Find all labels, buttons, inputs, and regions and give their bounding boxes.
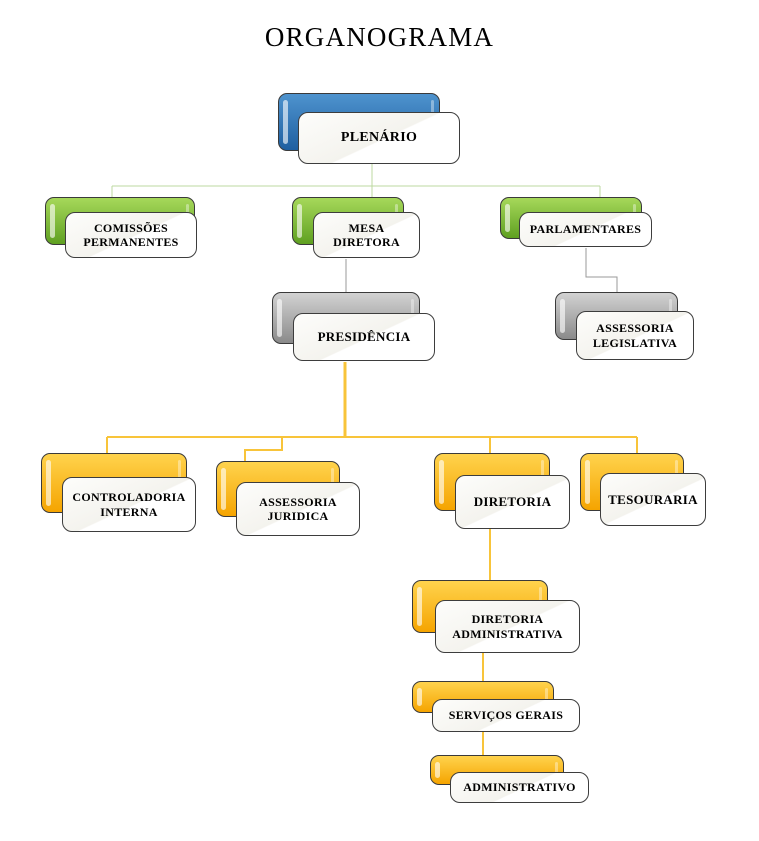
node-administrativo-label: ADMINISTRATIVO [463,780,576,795]
node-diretoria-administrativa-label: DIRETORIA ADMINISTRATIVA [452,612,563,641]
node-controladoria-interna-label: CONTROLADORIA INTERNA [72,490,186,519]
connector-drop-assessoria-juridica [244,437,283,463]
node-plenario-label: PLENÁRIO [340,129,418,145]
node-presidencia[interactable]: PRESIDÊNCIA [272,292,435,361]
node-diretoria-administrativa-label-card[interactable]: DIRETORIA ADMINISTRATIVA [435,600,580,653]
node-administrativo[interactable]: ADMINISTRATIVO [430,755,589,803]
node-assessoria-juridica[interactable]: ASSESSORIA JURIDICA [216,461,360,536]
node-plenario-label-card[interactable]: PLENÁRIO [298,112,460,164]
node-assessoria-legislativa-label-card[interactable]: ASSESSORIA LEGISLATIVA [576,311,694,360]
node-diretoria-label: DIRETORIA [473,494,552,510]
node-parlamentares-label-card[interactable]: PARLAMENTARES [519,212,652,247]
node-assessoria-legislativa-label: ASSESSORIA LEGISLATIVA [592,321,678,350]
node-plenario[interactable]: PLENÁRIO [278,93,460,164]
node-mesa-diretora-label-card[interactable]: MESA DIRETORA [313,212,420,258]
node-diretoria-administrativa[interactable]: DIRETORIA ADMINISTRATIVA [412,580,580,653]
node-assessoria-juridica-label-card[interactable]: ASSESSORIA JURIDICA [236,482,360,536]
node-servicos-gerais-label-card[interactable]: SERVIÇOS GERAIS [432,699,580,732]
node-assessoria-juridica-label: ASSESSORIA JURIDICA [259,494,337,523]
node-mesa-diretora-label: MESA DIRETORA [333,220,400,249]
node-comissoes-permanentes-label: COMISSÕES PERMANENTES [83,220,179,249]
node-assessoria-legislativa[interactable]: ASSESSORIA LEGISLATIVA [555,292,694,360]
node-controladoria-interna-label-card[interactable]: CONTROLADORIA INTERNA [62,477,196,532]
node-diretoria[interactable]: DIRETORIA [434,453,570,529]
node-parlamentares-label: PARLAMENTARES [529,222,642,237]
node-controladoria-interna[interactable]: CONTROLADORIA INTERNA [41,453,196,532]
node-mesa-diretora[interactable]: MESA DIRETORA [292,197,420,258]
connector-parlamentares-to-assessoria [585,248,618,294]
node-presidencia-label: PRESIDÊNCIA [317,329,411,345]
node-tesouraria-label-card[interactable]: TESOURARIA [600,473,706,526]
node-diretoria-label-card[interactable]: DIRETORIA [455,475,570,529]
node-servicos-gerais[interactable]: SERVIÇOS GERAIS [412,681,580,732]
node-servicos-gerais-label: SERVIÇOS GERAIS [448,708,564,723]
node-administrativo-label-card[interactable]: ADMINISTRATIVO [450,772,589,803]
node-parlamentares[interactable]: PARLAMENTARES [500,197,652,247]
page-title: ORGANOGRAMA [264,22,495,52]
node-comissoes-permanentes[interactable]: COMISSÕES PERMANENTES [45,197,197,258]
node-tesouraria[interactable]: TESOURARIA [580,453,706,526]
node-comissoes-permanentes-label-card[interactable]: COMISSÕES PERMANENTES [65,212,197,258]
node-tesouraria-label: TESOURARIA [608,491,698,507]
node-presidencia-label-card[interactable]: PRESIDÊNCIA [293,313,435,361]
